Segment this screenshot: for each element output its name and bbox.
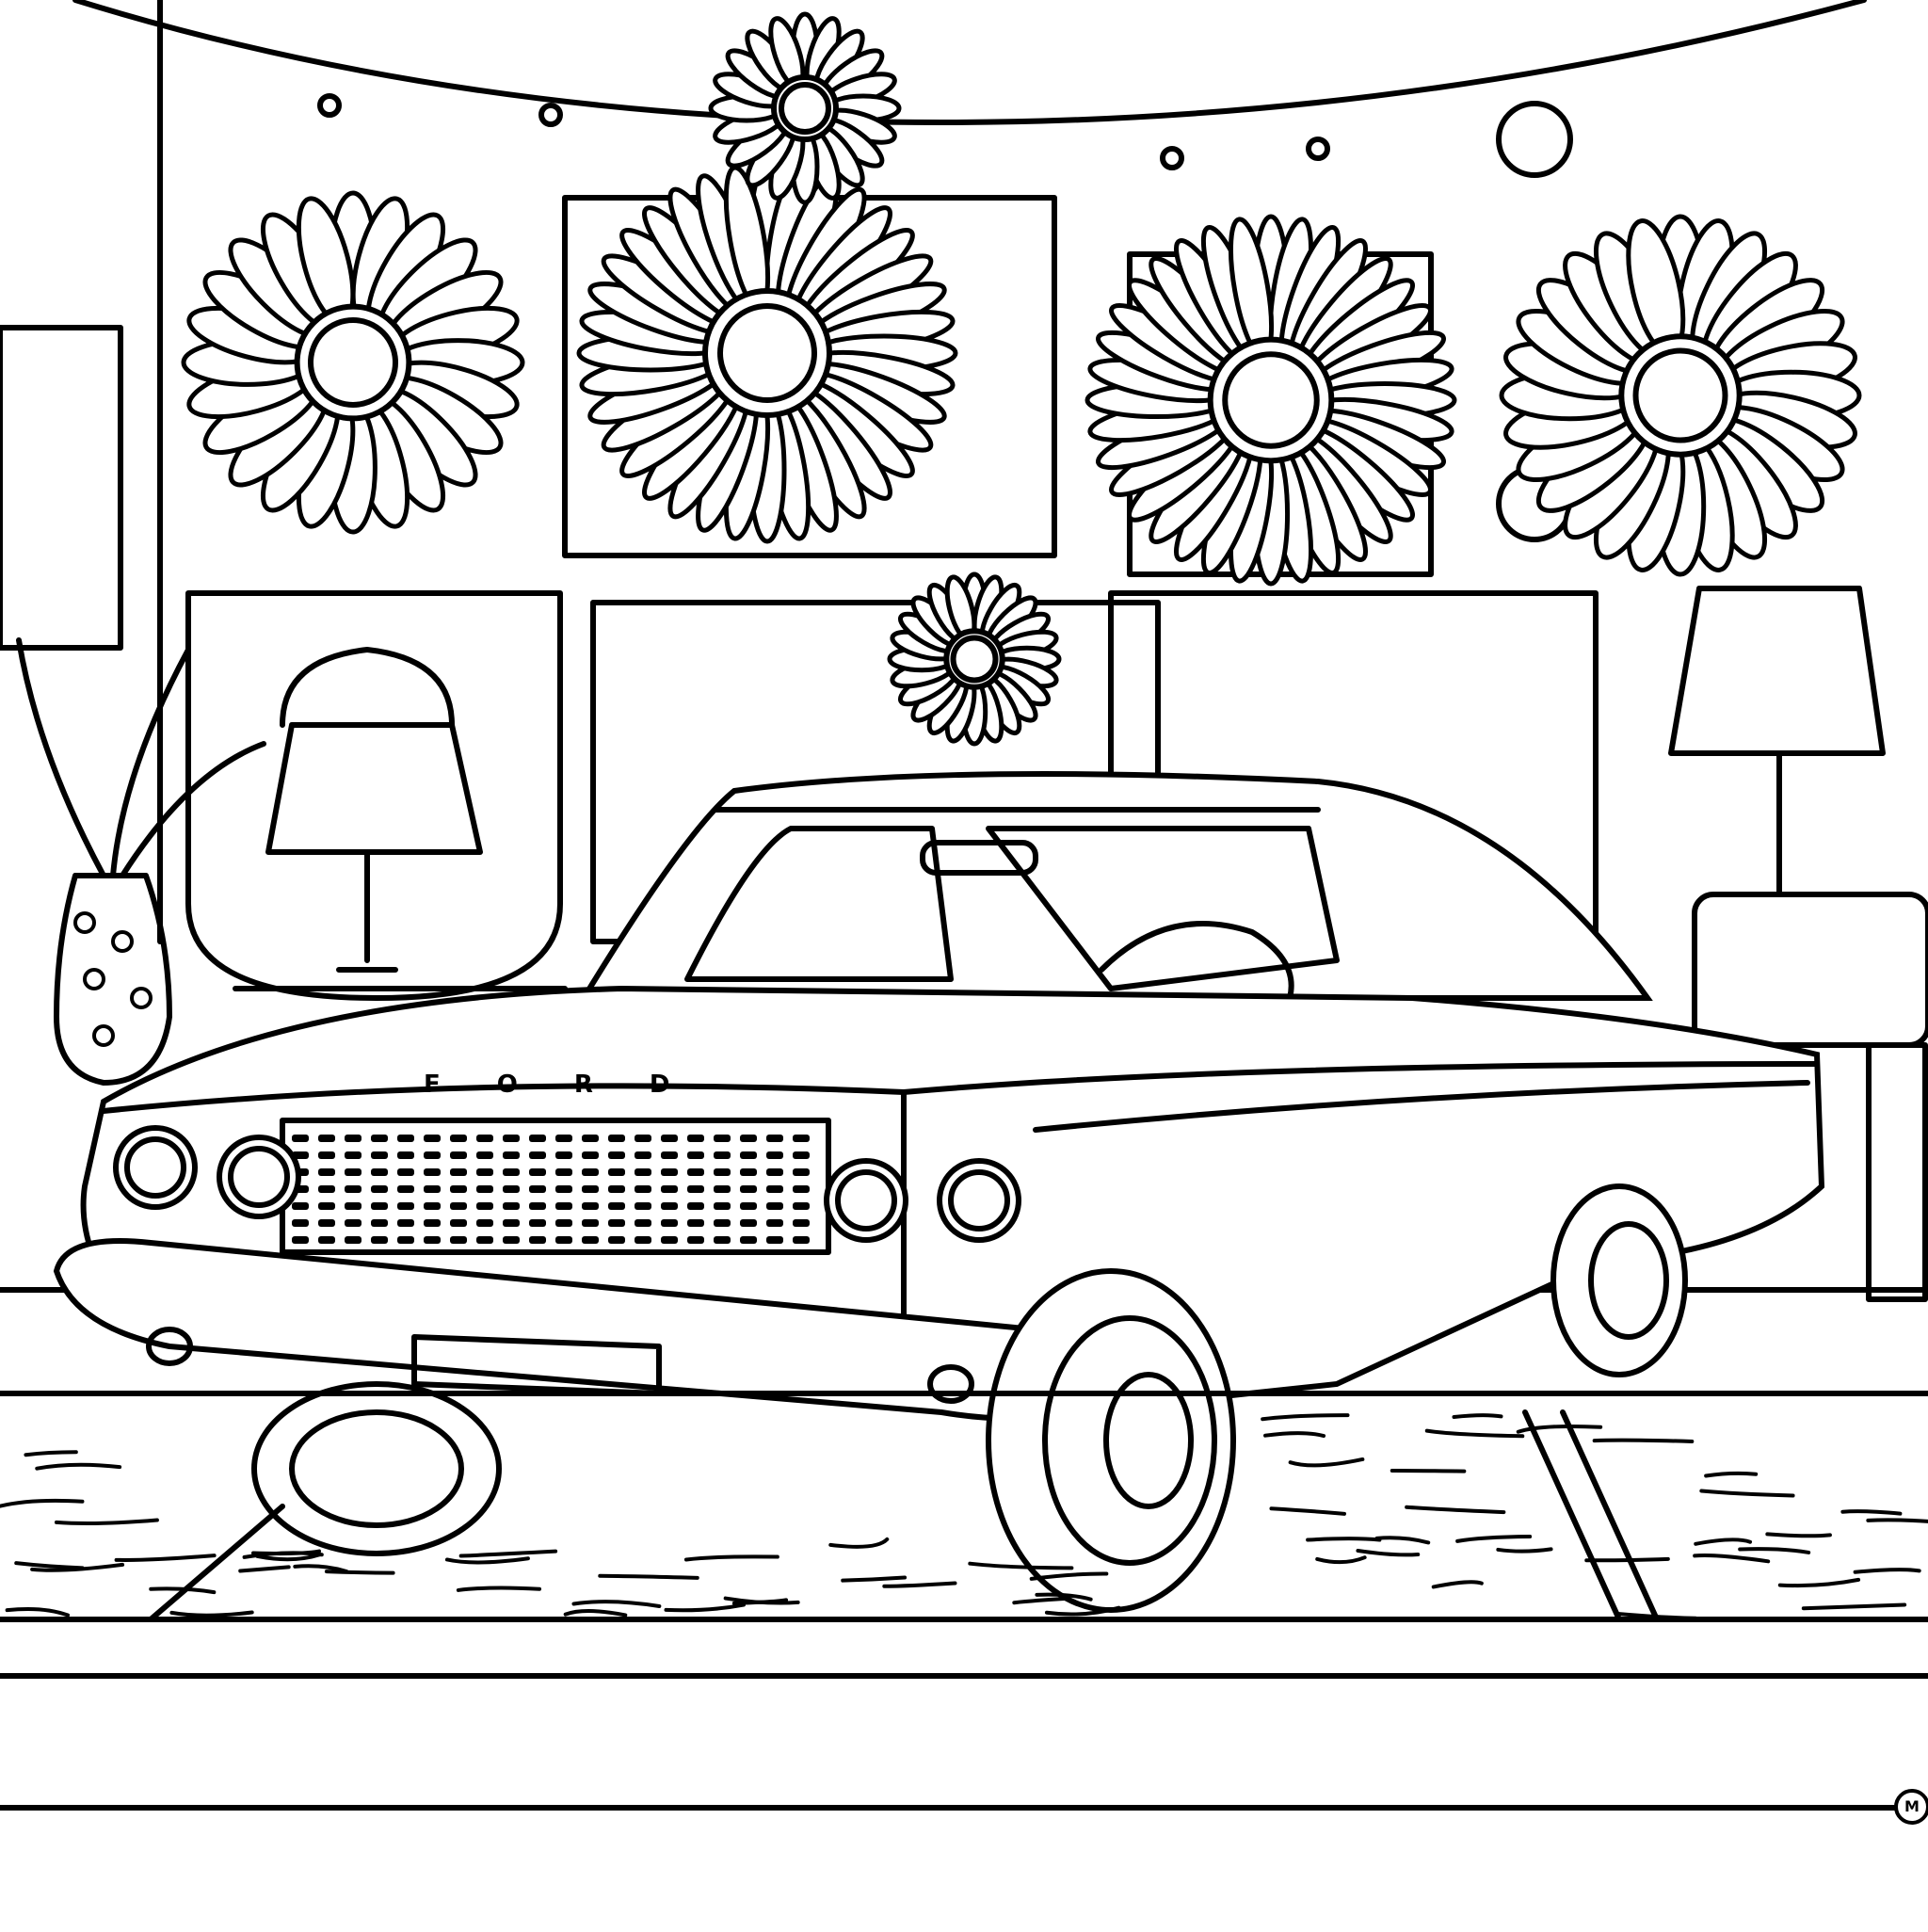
vintage-car: FORD xyxy=(56,774,1822,1610)
daisy-flowers xyxy=(184,14,1860,744)
table-lamp-left xyxy=(235,650,565,989)
grille xyxy=(292,1135,810,1244)
rear-wheel xyxy=(1553,1186,1685,1375)
polka-dot-vase xyxy=(19,640,264,1083)
table-lamp-right xyxy=(1671,588,1928,1299)
front-left-wheel xyxy=(254,1384,499,1554)
string-lights xyxy=(75,0,1864,175)
tiled-floor xyxy=(0,1393,1928,1808)
front-right-wheel xyxy=(988,1271,1233,1610)
hood-letters: FORD xyxy=(424,1071,726,1099)
corner-mark: M xyxy=(1894,1789,1928,1825)
